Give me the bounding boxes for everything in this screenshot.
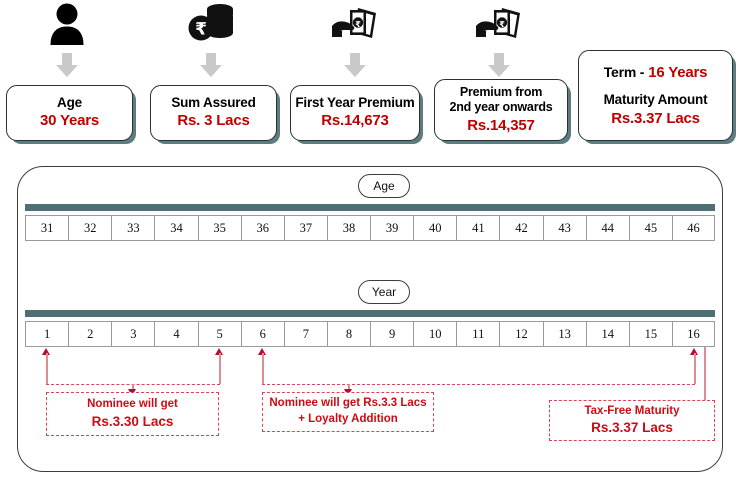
callout-line1: Nominee will get <box>87 398 178 411</box>
arrow-down-icon <box>198 52 224 78</box>
year-cell[interactable]: 12 <box>499 321 543 347</box>
age-cell[interactable]: 36 <box>240 215 284 241</box>
year-cell[interactable]: 8 <box>326 321 370 347</box>
year-cell[interactable]: 7 <box>283 321 327 347</box>
age-cell[interactable]: 34 <box>154 215 198 241</box>
year-cell[interactable]: 15 <box>628 321 672 347</box>
year-cell[interactable]: 10 <box>413 321 457 347</box>
callout-nominee-years-6-15[interactable]: Nominee will get Rs.3.3 Lacs + Loyalty A… <box>262 392 434 432</box>
year-pill-label: Year <box>358 280 410 304</box>
summary-card-premium-2nd-year[interactable]: Premium from 2nd year onwards Rs.14,357 <box>434 79 568 141</box>
term-label: Term - <box>603 63 645 80</box>
summary-card-value: Rs. 3 Lacs <box>177 112 250 130</box>
year-cell[interactable]: 9 <box>370 321 414 347</box>
age-cell[interactable]: 45 <box>628 215 672 241</box>
maturity-value: Rs.3.37 Lacs <box>611 109 700 127</box>
summary-card-label-line1: Premium from <box>459 85 543 99</box>
year-cell[interactable]: 6 <box>240 321 284 347</box>
summary-card-sum-assured[interactable]: Sum Assured Rs. 3 Lacs <box>150 85 277 141</box>
year-cell[interactable]: 11 <box>456 321 500 347</box>
arrow-down-icon <box>342 52 368 78</box>
maturity-label: Maturity Amount <box>603 92 708 108</box>
year-cell[interactable]: 3 <box>111 321 155 347</box>
summary-card-term-maturity[interactable]: Term - 16 Years Maturity Amount Rs.3.37 … <box>578 50 733 141</box>
age-cell[interactable]: 41 <box>456 215 500 241</box>
summary-card-label: Sum Assured <box>171 95 256 111</box>
cash-in-hand-icon: ₹ <box>474 4 530 46</box>
age-cell[interactable]: 44 <box>585 215 629 241</box>
age-cell[interactable]: 38 <box>326 215 370 241</box>
year-cell[interactable]: 5 <box>197 321 241 347</box>
callout-line1: Nominee will get Rs.3.3 Lacs <box>269 397 427 410</box>
age-cell[interactable]: 39 <box>370 215 414 241</box>
arrow-down-icon <box>486 52 512 78</box>
year-track-bar <box>25 310 715 317</box>
age-cell[interactable]: 40 <box>413 215 457 241</box>
callout-nominee-years-1-5[interactable]: Nominee will get Rs.3.30 Lacs <box>46 392 219 436</box>
callout-tax-free-maturity[interactable]: Tax-Free Maturity Rs.3.37 Lacs <box>549 400 715 441</box>
age-cell[interactable]: 31 <box>25 215 69 241</box>
svg-text:₹: ₹ <box>355 20 361 29</box>
age-pill-label: Age <box>358 174 410 198</box>
age-cell[interactable]: 43 <box>542 215 586 241</box>
summary-card-value: Rs.14,673 <box>321 112 389 130</box>
age-cell[interactable]: 42 <box>499 215 543 241</box>
term-row: Term - 16 Years <box>604 63 708 83</box>
summary-card-value: Rs.14,357 <box>467 116 535 134</box>
summary-card-label: First Year Premium <box>295 95 415 111</box>
callout-line2: Rs.3.37 Lacs <box>591 420 673 436</box>
callout-line2: + Loyalty Addition <box>298 413 398 425</box>
callout-line2: Rs.3.30 Lacs <box>91 413 174 429</box>
cash-in-hand-icon: ₹ <box>330 4 386 46</box>
coin-stack-rupee-icon: ₹ <box>186 2 240 46</box>
summary-card-value: 30 Years <box>39 112 100 130</box>
age-cells-row: 31 32 33 34 35 36 37 38 39 40 41 42 43 4… <box>25 215 715 241</box>
age-cell[interactable]: 32 <box>68 215 112 241</box>
age-cell[interactable]: 37 <box>283 215 327 241</box>
year-cell[interactable]: 14 <box>585 321 629 347</box>
callout-line1: Tax-Free Maturity <box>584 404 680 417</box>
summary-card-label: Age <box>57 95 82 111</box>
age-cell[interactable]: 33 <box>111 215 155 241</box>
age-cell[interactable]: 35 <box>197 215 241 241</box>
summary-card-first-year-premium[interactable]: First Year Premium Rs.14,673 <box>290 85 420 141</box>
term-value: 16 Years <box>648 63 708 81</box>
age-track-bar <box>25 204 715 211</box>
svg-text:₹: ₹ <box>195 20 207 40</box>
year-cell[interactable]: 4 <box>154 321 198 347</box>
year-cells-row: 1 2 3 4 5 6 7 8 9 10 11 12 13 14 15 16 <box>25 321 715 347</box>
year-cell[interactable]: 1 <box>25 321 69 347</box>
age-pill-text: Age <box>373 179 395 193</box>
year-cell[interactable]: 16 <box>671 321 715 347</box>
year-pill-text: Year <box>371 285 397 299</box>
year-cell[interactable]: 13 <box>542 321 586 347</box>
age-cell[interactable]: 46 <box>671 215 715 241</box>
arrow-down-icon <box>54 52 80 78</box>
person-icon <box>44 2 90 46</box>
summary-card-label-line2: 2nd year onwards <box>449 100 553 115</box>
svg-text:₹: ₹ <box>499 20 505 29</box>
year-cell[interactable]: 2 <box>68 321 112 347</box>
summary-card-age[interactable]: Age 30 Years <box>6 85 133 141</box>
